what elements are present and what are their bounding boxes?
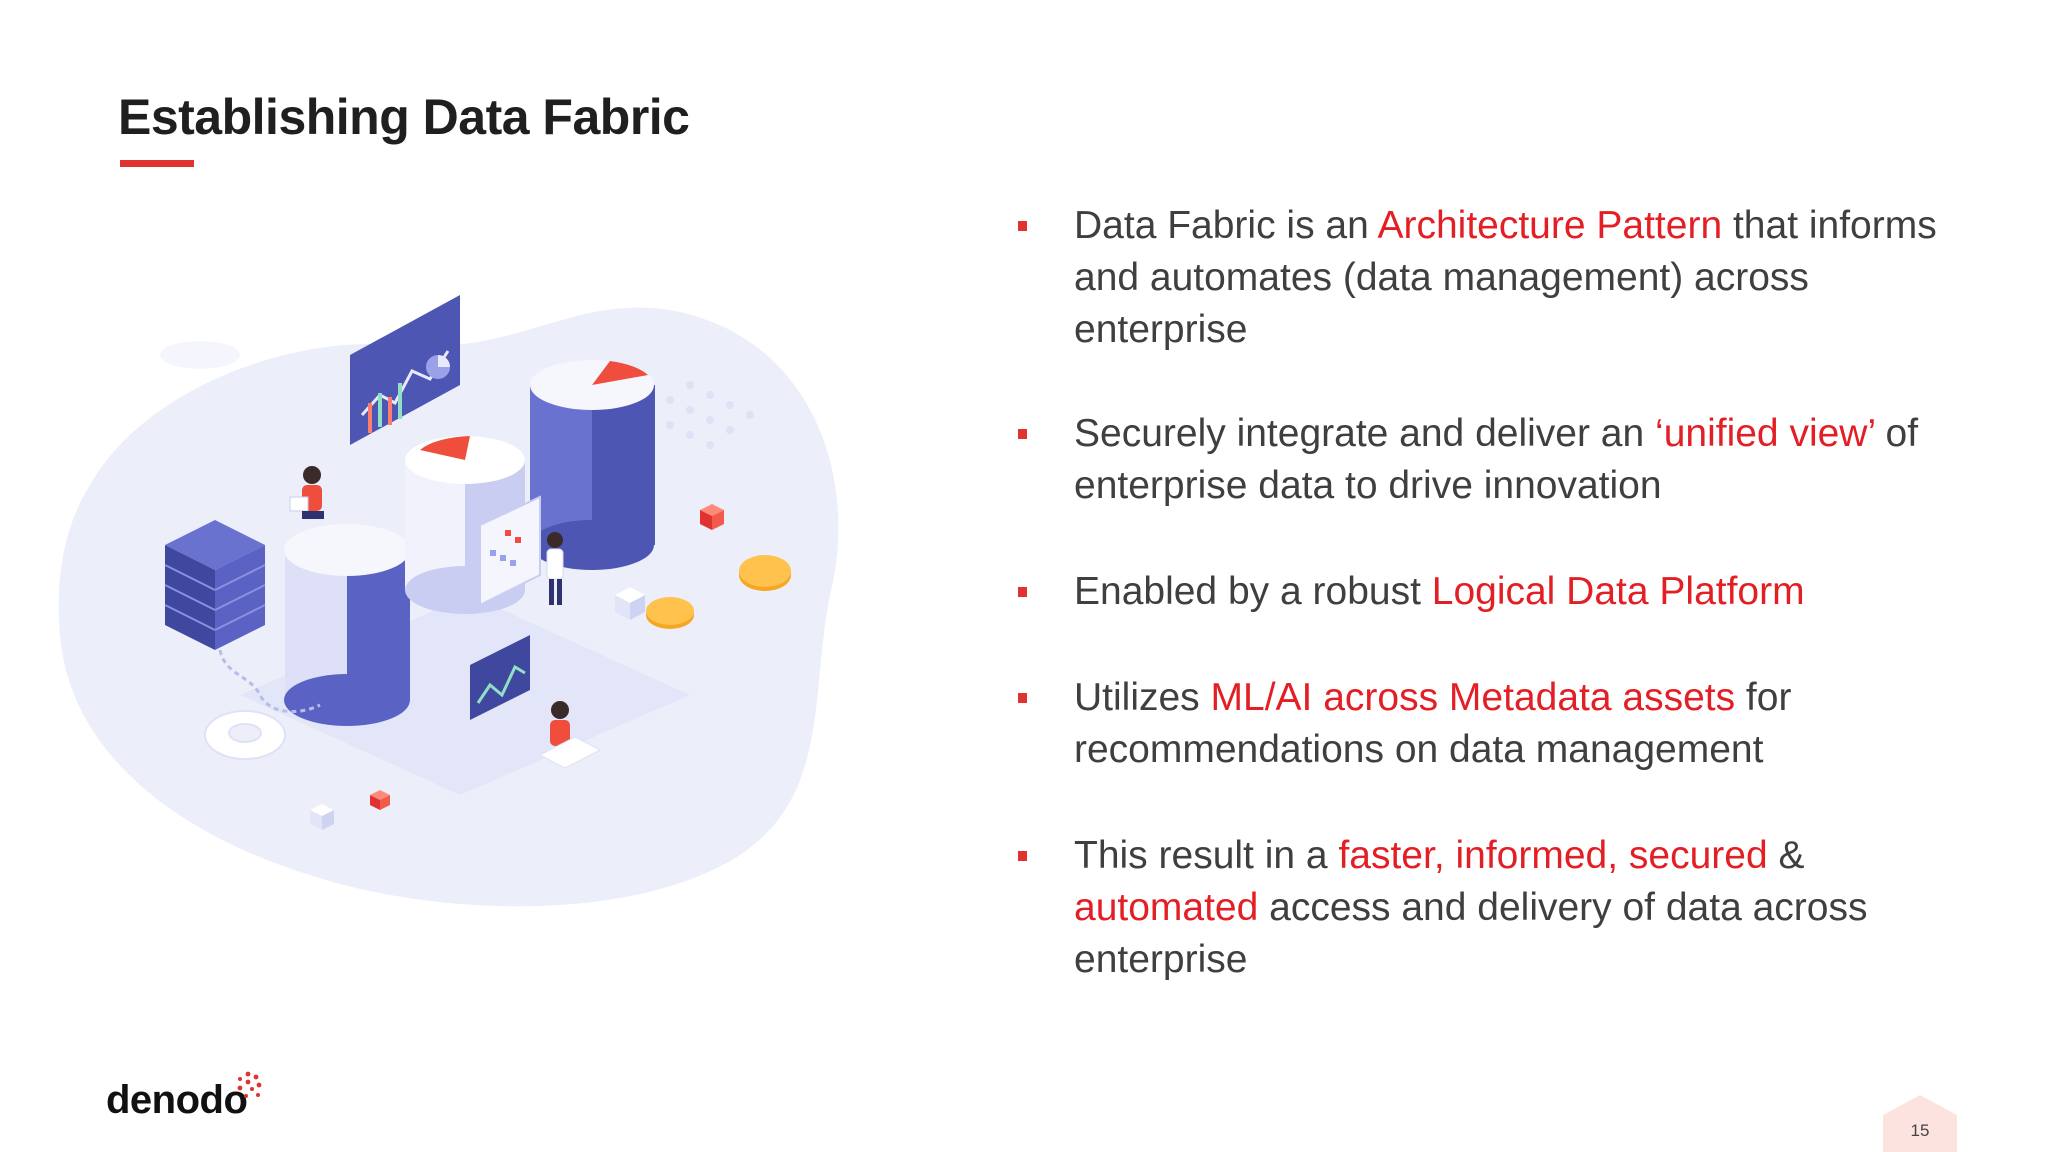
bullet-marker-icon [1018,221,1027,231]
bullet-list: Data Fabric is an Architecture Pattern t… [1018,200,1978,986]
bullet-text: Enabled by a robust Logical Data Platfor… [1074,570,1805,613]
page-number: 15 [1910,1121,1930,1140]
bullet-marker-icon [1018,429,1027,439]
person-on-cylinder [289,466,324,519]
bullet-item: Enabled by a robust Logical Data Platfor… [1018,566,1978,618]
cylinder-left [284,524,410,726]
bullet-text: Data Fabric is an Architecture Pattern t… [1074,204,1937,351]
data-platform-illustration-icon [58,295,839,907]
bullet-marker-icon [1018,587,1027,597]
denodo-logo: denodo [106,1078,248,1122]
bullet-text: This result in a faster, informed, secur… [1074,834,1868,981]
bullet-item: Securely integrate and deliver an ‘unifi… [1018,408,1978,512]
bullet-item: Utilizes ML/AI across Metadata assets fo… [1018,672,1978,776]
bullet-item: This result in a faster, informed, secur… [1018,830,1978,986]
cubes [310,504,724,830]
dot-grid-logo-icon [237,1071,262,1098]
bullet-text: Securely integrate and deliver an ‘unifi… [1074,412,1919,507]
whiteboard [479,495,541,607]
chart-panel [350,295,460,445]
person-standing [546,532,564,605]
slide-title: Establishing Data Fabric [118,89,690,145]
bullet-text: Utilizes ML/AI across Metadata assets fo… [1074,676,1792,771]
monitor-person [470,635,602,769]
server-rack [164,520,266,650]
bullet-item: Data Fabric is an Architecture Pattern t… [1018,200,1978,356]
bullet-marker-icon [1018,851,1027,861]
title-underline [120,160,194,167]
gear [204,710,286,760]
bullet-marker-icon [1018,693,1027,703]
coins [646,555,791,629]
page-number-badge: 15 [1883,1095,1957,1152]
